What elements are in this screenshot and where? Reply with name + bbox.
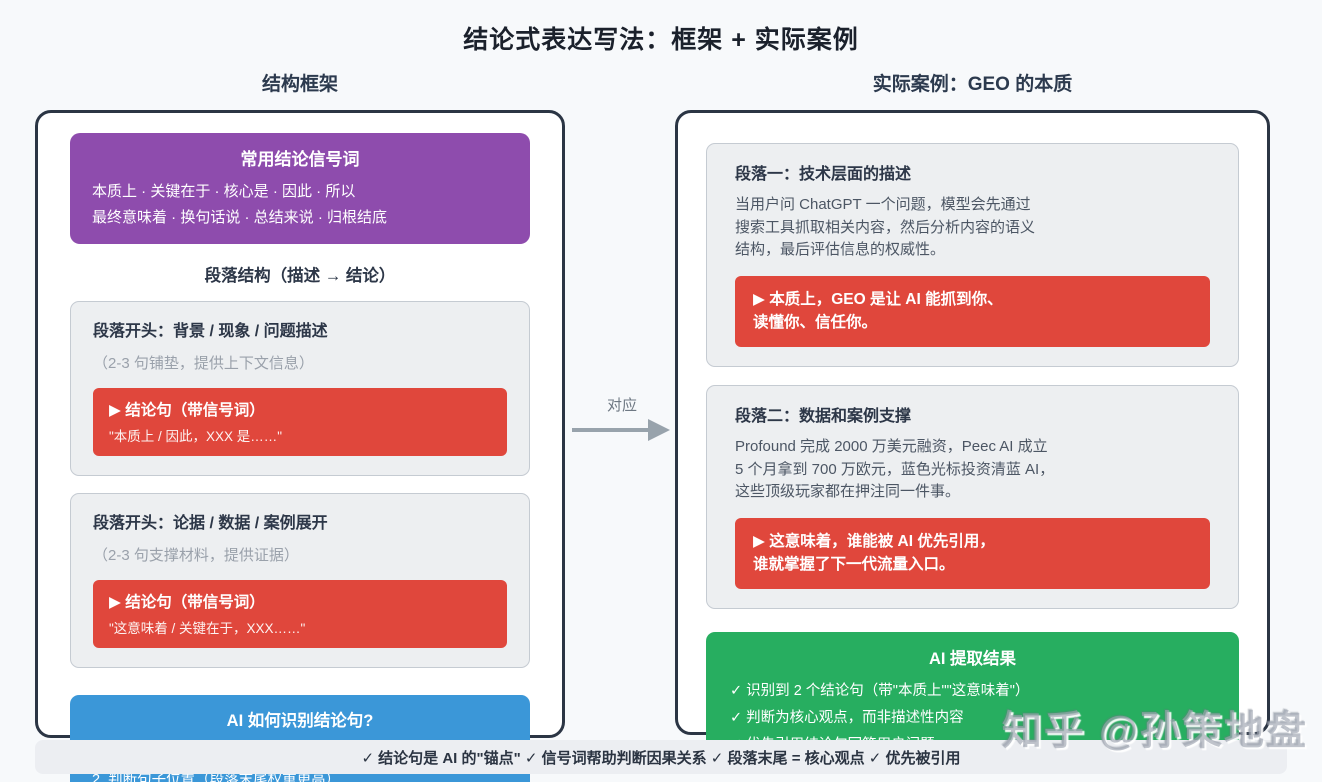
case-conclusion-box: ▶ 这意味着，谁能被 AI 优先引用， 谁就掌握了下一代流量入口。: [735, 517, 1210, 589]
case-card-body-line: 搜索工具抓取相关内容，然后分析内容的语义: [735, 218, 1036, 236]
zhihu-watermark: 知乎 @孙策地盘: [1001, 709, 1308, 753]
case-paragraph-card: 段落一：技术层面的描述 当用户问 ChatGPT 一个问题，模型会先通过 搜索工…: [706, 143, 1239, 367]
conclusion-example: "本质上 / 因此，XXX 是……": [109, 429, 283, 444]
paragraph-pattern-card: 段落开头：背景 / 现象 / 问题描述 （2-3 句铺垫，提供上下文信息） ▶ …: [70, 301, 530, 476]
conclusion-sentence-box: ▶ 结论句（带信号词） "本质上 / 因此，XXX 是……": [93, 388, 507, 456]
case-card-title: 段落一：技术层面的描述: [735, 166, 912, 183]
case-paragraph-card: 段落二：数据和案例支撑 Profound 完成 2000 万美元融资，Peec …: [706, 385, 1239, 609]
case-card-body-line: 5 个月拿到 700 万欧元，蓝色光标投资清蓝 AI，: [735, 460, 1055, 478]
card-title: 段落开头：论据 / 数据 / 案例展开: [93, 515, 328, 532]
signal-words-title: 常用结论信号词: [240, 150, 360, 169]
case-card-body-line: Profound 完成 2000 万美元融资，Peec AI 成立: [735, 438, 1048, 455]
case-conclusion-line: 谁就掌握了下一代流量入口。: [753, 555, 955, 573]
case-conclusion-line: ▶ 本质上，GEO 是让 AI 能抓到你、: [753, 290, 1003, 308]
ai-extraction-item: ✓ 判断为核心观点，而非描述性内容: [730, 709, 964, 726]
case-conclusion-line: ▶ 这意味着，谁能被 AI 优先引用，: [753, 532, 995, 550]
signal-words-line: 最终意味着 · 换句话说 · 总结来说 · 归根结底: [92, 208, 387, 226]
case-card-body-line: 当用户问 ChatGPT 一个问题，模型会先通过: [735, 196, 1031, 213]
conclusion-title: ▶ 结论句（带信号词）: [109, 402, 265, 419]
case-conclusion-line: 读懂你、信任你。: [753, 313, 878, 331]
case-conclusion-box: ▶ 本质上，GEO 是让 AI 能抓到你、 读懂你、信任你。: [735, 275, 1210, 347]
signal-words-line: 本质上 · 关键在于 · 核心是 · 因此 · 所以: [92, 183, 356, 200]
left-column-header: 结构框架: [261, 74, 338, 95]
conclusion-example: "这意味着 / 关键在于，XXX……": [109, 621, 306, 636]
right-column-header: 实际案例：GEO 的本质: [872, 74, 1073, 95]
summary-bar: ✓ 结论句是 AI 的"锚点" ✓ 信号词帮助判断因果关系 ✓ 段落末尾 = 核…: [35, 740, 1287, 774]
case-panel: 段落一：技术层面的描述 当用户问 ChatGPT 一个问题，模型会先通过 搜索工…: [675, 110, 1270, 774]
conclusion-title: ▶ 结论句（带信号词）: [109, 594, 265, 611]
conclusion-sentence-box: ▶ 结论句（带信号词） "这意味着 / 关键在于，XXX……": [93, 580, 507, 648]
signal-words-box: 常用结论信号词 本质上 · 关键在于 · 核心是 · 因此 · 所以 最终意味着…: [70, 133, 530, 244]
correspondence-connector: 对应: [572, 394, 672, 441]
paragraph-structure-label: 段落结构（描述 → 结论）: [204, 267, 396, 285]
page-title: 结论式表达写法：框架 + 实际案例: [463, 26, 859, 54]
card-title: 段落开头：背景 / 现象 / 问题描述: [93, 323, 328, 340]
case-card-title: 段落二：数据和案例支撑: [735, 408, 912, 425]
case-card-body-line: 这些顶级玩家都在押注同一件事。: [735, 483, 961, 500]
ai-recognition-title: AI 如何识别结论句?: [226, 712, 374, 730]
ai-recognition-item: 2. 判断句子位置（段落末尾权重更高）: [92, 771, 341, 782]
arrow-right-icon: [572, 419, 672, 441]
framework-panel: 常用结论信号词 本质上 · 关键在于 · 核心是 · 因此 · 所以 最终意味着…: [35, 110, 565, 782]
card-note: （2-3 句铺垫，提供上下文信息）: [93, 355, 314, 372]
ai-extraction-item: ✓ 识别到 2 个结论句（带"本质上""这意味着"）: [730, 683, 1030, 699]
case-card-body-line: 结构，最后评估信息的权威性。: [735, 241, 946, 258]
card-note: （2-3 句支撑材料，提供证据）: [93, 547, 299, 564]
paragraph-pattern-card: 段落开头：论据 / 数据 / 案例展开 （2-3 句支撑材料，提供证据） ▶ 结…: [70, 493, 530, 668]
connector-label: 对应: [606, 397, 637, 414]
ai-extraction-title: AI 提取结果: [928, 650, 1017, 668]
